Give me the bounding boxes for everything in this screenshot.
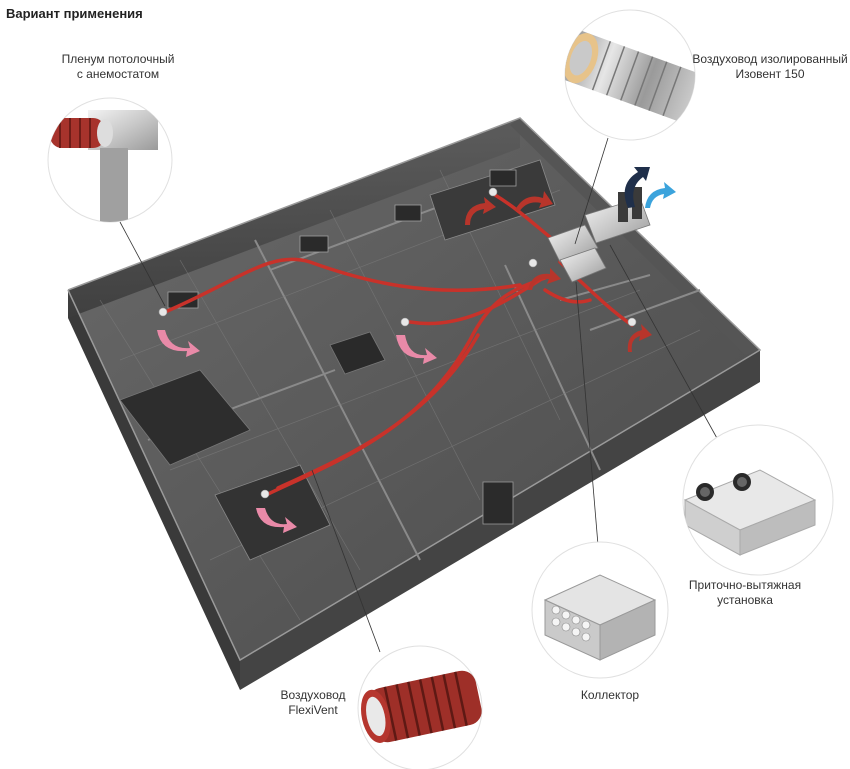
furniture-bed — [119, 369, 251, 466]
label-collector-line1: Коллектор — [580, 688, 640, 702]
collector-box — [547, 224, 599, 263]
front-door — [482, 481, 514, 525]
house-model — [67, 117, 762, 690]
partitions — [147, 194, 701, 561]
front-left-wall — [68, 290, 240, 690]
windows — [167, 169, 517, 309]
back-right-wall — [510, 118, 760, 355]
callout-flexivent — [357, 645, 483, 769]
collector-box-2 — [559, 247, 607, 283]
exhaust-arrows — [465, 191, 652, 352]
fresh-air-arrow — [624, 167, 650, 208]
label-insulated-duct-line1: Воздуховод изолированный — [692, 52, 848, 66]
label-plenum: Пленум потолочный с анемостатом — [48, 52, 188, 82]
label-plenum-line1: Пленум потолочный — [61, 52, 175, 66]
diagram-title: Вариант применения — [6, 6, 143, 21]
label-unit: Приточно-вытяжная установка — [670, 578, 820, 608]
label-flexivent-line2: FlexiVent — [288, 703, 338, 717]
supply-arrows — [157, 330, 437, 533]
leader-lines — [119, 137, 719, 653]
callout-insulated-duct — [564, 9, 696, 141]
label-flexivent-line1: Воздуховод — [280, 688, 346, 702]
outdoor-exhaust-arrow — [645, 182, 676, 208]
callout-plenum — [47, 97, 173, 223]
label-insulated-duct-line2: Изовент 150 — [735, 67, 805, 81]
callout-ventilation-unit — [682, 424, 834, 576]
label-insulated-duct: Воздуховод изолированный Изовент 150 — [690, 52, 850, 82]
label-unit-line2: установка — [717, 593, 773, 607]
label-plenum-line2: с анемостатом — [76, 67, 160, 81]
label-unit-line1: Приточно-вытяжная — [688, 578, 802, 592]
callout-collector — [531, 541, 669, 679]
furniture-sofa — [329, 331, 386, 375]
back-left-wall — [68, 118, 520, 318]
label-collector: Коллектор — [560, 688, 660, 703]
label-flexivent: Воздуховод FlexiVent — [268, 688, 358, 718]
furniture-bed-2 — [214, 464, 331, 561]
diffusers — [158, 187, 637, 499]
